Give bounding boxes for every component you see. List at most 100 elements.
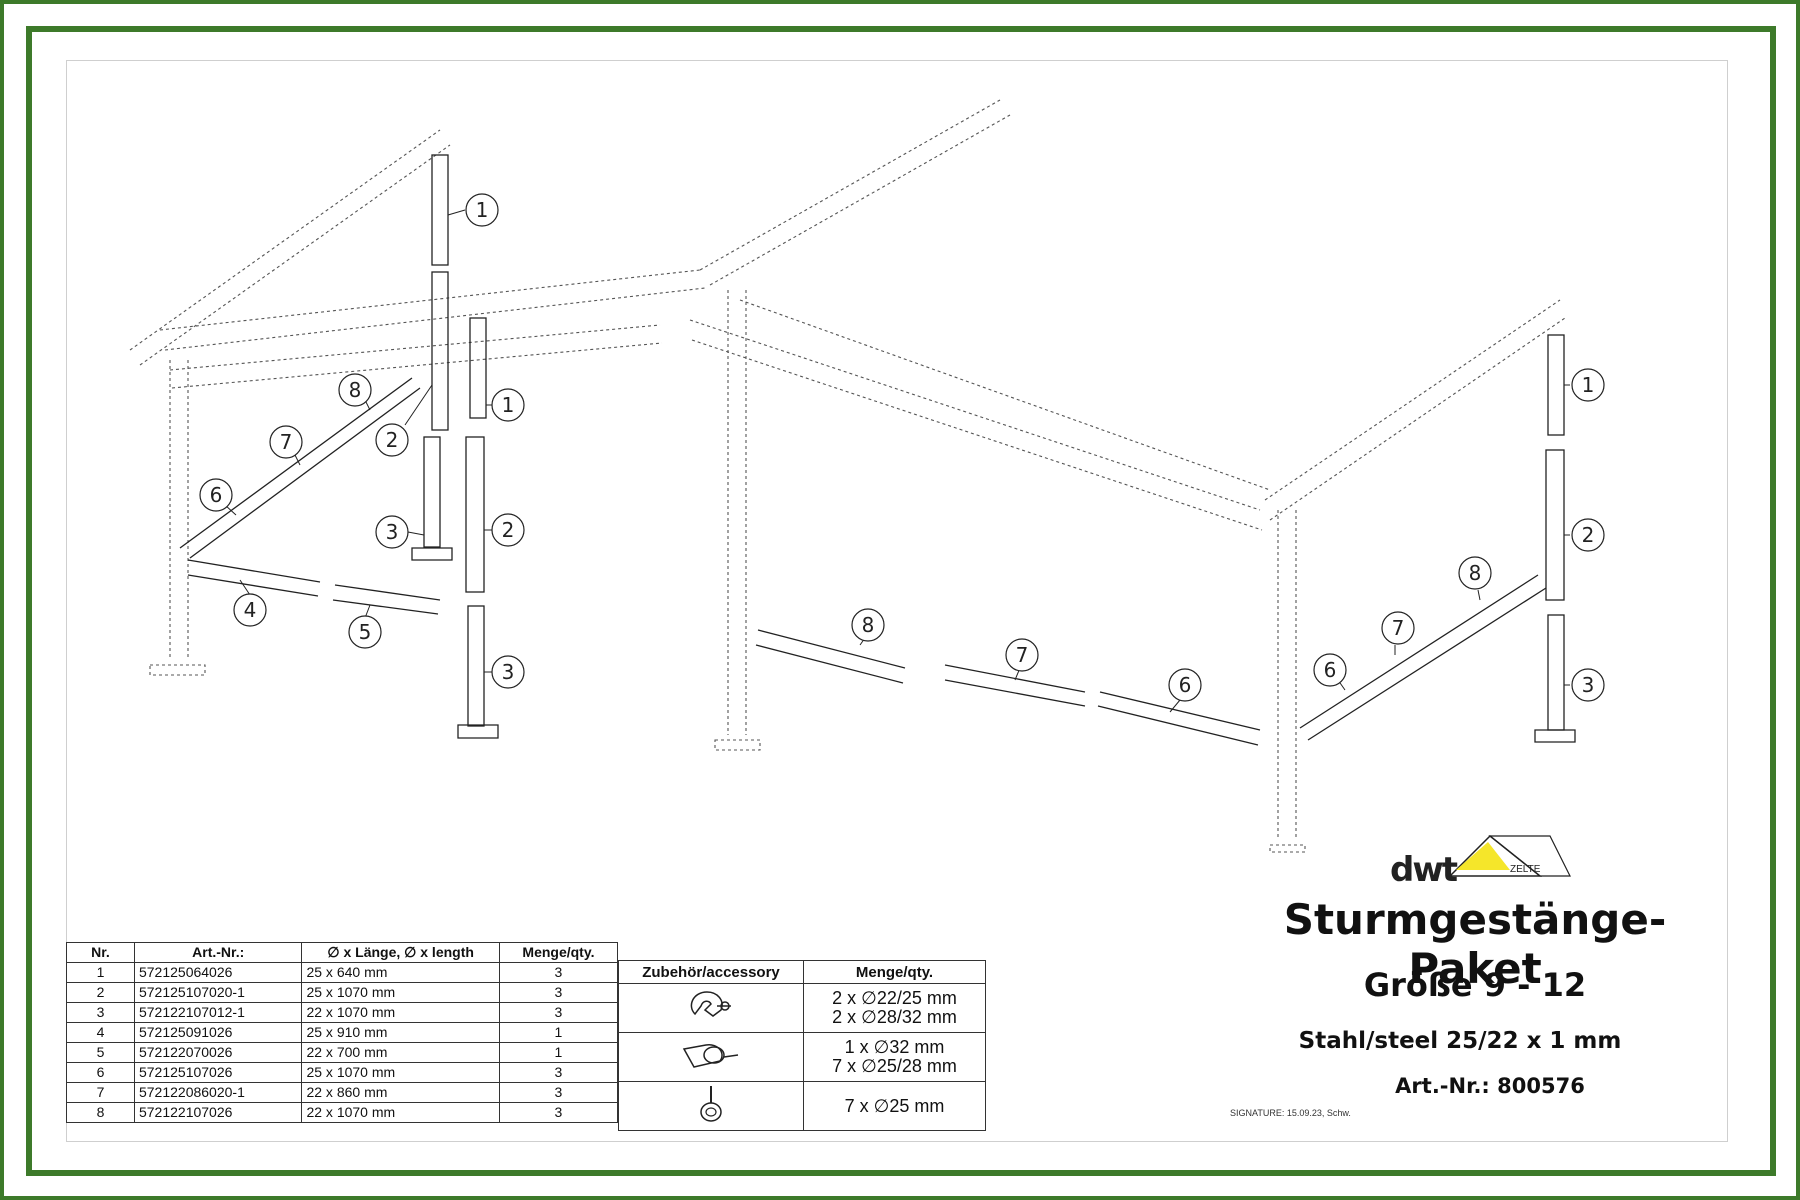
cell-quantity: 3: [498, 962, 619, 983]
svg-text:5: 5: [359, 620, 372, 644]
svg-text:4: 4: [244, 598, 257, 622]
callout-1: 1: [1564, 368, 1605, 402]
cell-dimension: 25 x 910 mm: [301, 1022, 500, 1043]
accessory-quantity: 7 x ∅25 mm: [803, 1081, 986, 1131]
svg-text:8: 8: [1469, 561, 1482, 585]
svg-text:2: 2: [1582, 523, 1595, 547]
cell-quantity: 3: [498, 1062, 619, 1083]
cell-dimension: 22 x 700 mm: [301, 1042, 500, 1063]
col-accessory-quantity: Menge/qty.: [803, 960, 986, 984]
accessory-table-header: Zubehör/accessory Menge/qty.: [618, 960, 986, 984]
col-quantity: Menge/qty.: [498, 942, 619, 963]
svg-text:8: 8: [349, 378, 362, 402]
cell-article: 572122107012-1: [133, 1002, 303, 1023]
col-nr: Nr.: [66, 942, 135, 963]
callout-2: 2: [1564, 518, 1605, 552]
clamp-icon: [618, 983, 804, 1033]
callout-7: 7: [1381, 611, 1415, 655]
callout-1: 1: [486, 388, 525, 422]
logo-subtext: ZELTE: [1510, 864, 1541, 875]
quantity-line: 2 x ∅22/25 mm: [832, 988, 957, 1008]
callout-8: 8: [851, 608, 885, 646]
quantity-line: 7 x ∅25/28 mm: [832, 1056, 957, 1076]
svg-text:8: 8: [862, 613, 875, 637]
callout-6: 6: [199, 478, 237, 516]
callout-6: 6: [1168, 668, 1202, 713]
cell-article: 572122070026: [133, 1042, 303, 1063]
callout-4: 4: [233, 579, 267, 627]
svg-text:1: 1: [476, 198, 489, 222]
svg-text:6: 6: [210, 483, 223, 507]
callout-3: 3: [484, 655, 525, 689]
callout-2: 2: [375, 384, 433, 457]
accessory-quantity: 2 x ∅22/25 mm 2 x ∅28/32 mm: [803, 983, 986, 1033]
svg-text:1: 1: [502, 393, 515, 417]
storm-poles-middle: [755, 629, 1261, 746]
svg-text:7: 7: [280, 430, 293, 454]
col-dimension: ∅ x Länge, ∅ x length: [301, 942, 500, 963]
cell-article: 572122107026: [133, 1102, 303, 1123]
cell-dimension: 22 x 1070 mm: [301, 1102, 500, 1123]
svg-text:6: 6: [1179, 673, 1192, 697]
cell-article: 572125091026: [133, 1022, 303, 1043]
cell-article: 572125064026: [133, 962, 303, 983]
ring-hook-icon: [618, 1081, 804, 1131]
svg-text:6: 6: [1324, 658, 1337, 682]
storm-poles-left: [179, 154, 499, 739]
cell-nr: 5: [66, 1042, 135, 1063]
table-row: 2 x ∅22/25 mm 2 x ∅28/32 mm: [618, 983, 986, 1033]
inner-frame: [26, 26, 1776, 1176]
part-callouts: 1 1 1 2 2 2 3 3 3 4 5 6 6 6 7 7 7 8 8 8: [199, 193, 1605, 713]
parts-table-header: Nr. Art.-Nr.: ∅ x Länge, ∅ x length Meng…: [66, 942, 619, 963]
parts-table: Nr. Art.-Nr.: ∅ x Länge, ∅ x length Meng…: [66, 942, 619, 1123]
cell-nr: 3: [66, 1002, 135, 1023]
cell-quantity: 3: [498, 1002, 619, 1023]
quantity-line: 1 x ∅32 mm: [844, 1037, 945, 1057]
cell-article: 572125107020-1: [133, 982, 303, 1003]
callout-8: 8: [338, 373, 372, 411]
callout-7: 7: [1005, 638, 1039, 681]
cell-article: 572125107026: [133, 1062, 303, 1083]
product-size: Größe 9 - 12: [1363, 966, 1587, 1004]
cell-nr: 8: [66, 1102, 135, 1123]
accessory-quantity: 1 x ∅32 mm 7 x ∅25/28 mm: [803, 1032, 986, 1082]
cell-quantity: 1: [498, 1022, 619, 1043]
storm-poles-right: [1299, 334, 1576, 743]
svg-text:3: 3: [502, 660, 515, 684]
svg-text:1: 1: [1582, 373, 1595, 397]
svg-text:2: 2: [502, 518, 515, 542]
logo-tent-icon: [1448, 834, 1571, 877]
callout-3: 3: [1564, 668, 1605, 702]
cell-dimension: 25 x 640 mm: [301, 962, 500, 983]
product-material: Stahl/steel 25/22 x 1 mm: [1298, 1028, 1622, 1054]
cell-nr: 7: [66, 1082, 135, 1103]
cell-dimension: 25 x 1070 mm: [301, 1062, 500, 1083]
cell-dimension: 22 x 1070 mm: [301, 1002, 500, 1023]
logo-text: dwt: [1390, 850, 1458, 890]
svg-text:7: 7: [1016, 643, 1029, 667]
table-row: 1 x ∅32 mm 7 x ∅25/28 mm: [618, 1032, 986, 1082]
cell-quantity: 1: [498, 1042, 619, 1063]
svg-text:7: 7: [1392, 616, 1405, 640]
cell-dimension: 22 x 860 mm: [301, 1082, 500, 1103]
callout-8: 8: [1458, 556, 1492, 601]
col-accessory: Zubehör/accessory: [618, 960, 804, 984]
quantity-line: 7 x ∅25 mm: [844, 1095, 945, 1116]
svg-text:3: 3: [1582, 673, 1595, 697]
callout-6: 6: [1313, 653, 1347, 691]
cell-article: 572122086020-1: [133, 1082, 303, 1103]
svg-text:2: 2: [386, 428, 399, 452]
col-article: Art.-Nr.:: [133, 942, 303, 963]
svg-text:3: 3: [386, 520, 399, 544]
callout-3: 3: [375, 515, 425, 549]
awning-frame-ghost: [129, 99, 1566, 853]
